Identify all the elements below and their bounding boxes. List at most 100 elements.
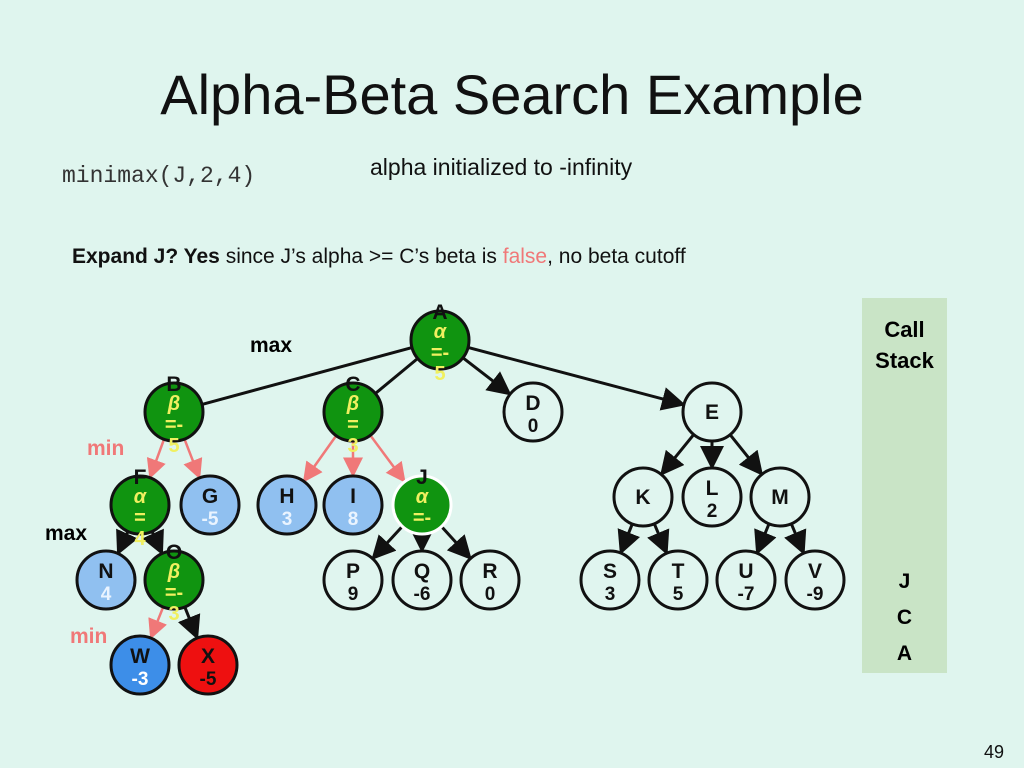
- tree-node-E: E: [681, 381, 743, 443]
- node-value: -5: [202, 509, 219, 530]
- node-label: J: [416, 466, 428, 489]
- tree-edge-F-N: [116, 528, 138, 556]
- tree-edge-E-K: [660, 433, 695, 477]
- tree-node-O: Oβ=-3: [143, 541, 205, 625]
- tree-node-P: P9: [322, 549, 384, 611]
- level-label-max: max: [250, 334, 293, 357]
- node-bound-value: 3: [168, 603, 179, 625]
- node-value: 2: [707, 501, 718, 522]
- node-bound-symbol: α: [134, 486, 148, 508]
- node-label: S: [603, 560, 617, 583]
- node-label: X: [201, 645, 215, 668]
- node-label: H: [279, 485, 294, 508]
- tree-node-N: N4: [75, 549, 137, 611]
- node-bound-value: 5: [434, 363, 445, 385]
- node-label: D: [525, 392, 540, 415]
- tree-edge-M-U: [754, 523, 777, 556]
- tree-edge-M-V: [784, 523, 807, 556]
- tree-node-M: M: [749, 466, 811, 528]
- node-bound-op: =-: [413, 507, 431, 529]
- node-bound-value: 4: [134, 528, 146, 550]
- expand-statement: Expand J? Yes since J’s alpha >= C’s bet…: [72, 245, 686, 269]
- node-label: E: [705, 401, 719, 424]
- node-bound-symbol: α: [434, 321, 448, 343]
- node-bound-symbol: β: [167, 561, 180, 583]
- level-label-min: min: [70, 625, 108, 648]
- tree-node-X: X-5: [177, 634, 239, 696]
- tree-edge-E-M: [728, 433, 764, 476]
- false-word: false: [502, 245, 548, 268]
- node-value: -9: [807, 584, 824, 605]
- node-label: F: [134, 466, 147, 489]
- node-label: P: [346, 560, 360, 583]
- node-value: -3: [132, 669, 149, 690]
- tree-edge-A-E: [467, 345, 686, 411]
- tree-edge-A-D: [462, 356, 512, 396]
- node-bound-op: =-: [165, 414, 183, 436]
- tree-edge-O-W: [148, 606, 167, 640]
- tree-node-T: T5: [647, 549, 709, 611]
- expand-question: Expand J? Yes: [72, 245, 220, 268]
- node-bound-symbol: β: [167, 393, 180, 415]
- node-label: I: [350, 485, 356, 508]
- node-value: 0: [485, 584, 496, 605]
- node-label: R: [482, 560, 497, 583]
- tree-node-S: S3: [579, 549, 641, 611]
- node-bound-value: 5: [168, 435, 179, 457]
- tree-node-B: Bβ=-5: [143, 373, 205, 457]
- node-value: 3: [282, 509, 293, 530]
- tree-node-J: Jα=-: [391, 466, 453, 536]
- tree-edge-C-H: [302, 434, 338, 483]
- tree-node-W: W-3: [109, 634, 171, 696]
- level-label-min: min: [87, 437, 125, 460]
- node-label: N: [98, 560, 113, 583]
- slide-title: Alpha-Beta Search Example: [160, 63, 864, 126]
- node-bound-op: =-: [431, 342, 449, 364]
- tree-node-G: G-5: [179, 474, 241, 536]
- tree-edge-B-F: [146, 438, 166, 480]
- stack-item: C: [896, 606, 913, 629]
- tree-edge-F-O: [142, 528, 164, 556]
- tree-edge-K-T: [647, 523, 670, 556]
- node-bound-symbol: α: [416, 486, 430, 508]
- tree-edge-A-C: [375, 357, 419, 395]
- node-value: -5: [200, 669, 217, 690]
- node-value: 8: [348, 509, 359, 530]
- node-label: A: [432, 301, 447, 324]
- node-label: T: [672, 560, 685, 583]
- node-label: K: [635, 486, 650, 509]
- node-value: 4: [101, 584, 112, 605]
- expand-text: since J’s alpha >= C’s beta is: [219, 245, 503, 268]
- level-label-max: max: [45, 522, 88, 545]
- tree-edge-O-X: [177, 606, 201, 640]
- node-bound-op: =: [134, 507, 146, 529]
- node-label: V: [808, 560, 822, 583]
- tree-node-L: L2: [681, 466, 743, 528]
- node-value: -7: [738, 584, 755, 605]
- stack-item: A: [896, 642, 913, 665]
- node-bound-op: =: [347, 414, 359, 436]
- alpha-note: alpha initialized to -infinity: [370, 154, 633, 180]
- node-label: Q: [414, 560, 430, 583]
- node-label: L: [706, 477, 719, 500]
- node-bound-value: 3: [347, 435, 358, 457]
- tree-node-U: U-7: [715, 549, 777, 611]
- node-bound-op: =-: [165, 582, 183, 604]
- node-value: 0: [528, 416, 539, 437]
- function-call: minimax(J,2,4): [62, 163, 256, 189]
- tree-node-V: V-9: [784, 549, 846, 611]
- tree-node-R: R0: [459, 549, 521, 611]
- node-label: C: [345, 373, 360, 396]
- node-value: -6: [414, 584, 431, 605]
- tree-node-H: H3: [256, 474, 318, 536]
- node-value: 9: [348, 584, 359, 605]
- expand-tail: , no beta cutoff: [547, 245, 686, 268]
- tree-edge-B-G: [183, 438, 203, 480]
- call-stack-title: Call Stack: [875, 317, 934, 373]
- stack-item: J: [898, 570, 911, 593]
- tree-edge-J-P: [371, 525, 404, 561]
- tree-node-A: Aα=-5: [409, 301, 471, 385]
- call-stack-panel: Call Stack J C A: [862, 298, 947, 673]
- tree-node-F: Fα=4: [109, 466, 171, 550]
- node-label: O: [166, 541, 182, 564]
